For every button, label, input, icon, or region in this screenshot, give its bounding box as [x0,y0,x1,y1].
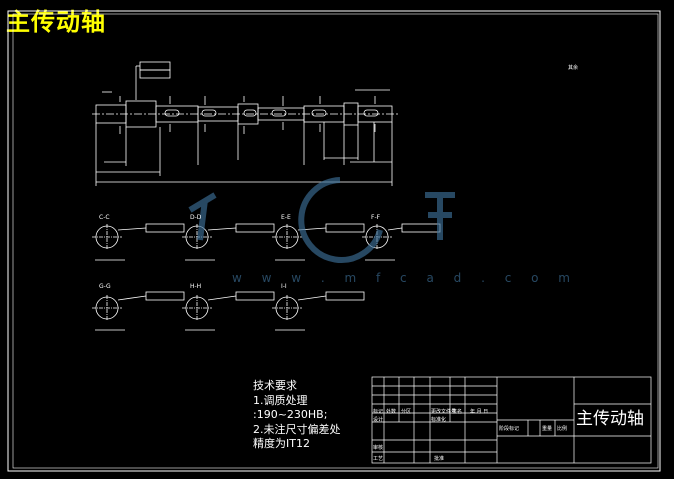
section-label-h: H-H [190,283,202,290]
tb-cell-count: 处数 [386,409,397,415]
tech-line-2: :190~230HB; [253,408,328,421]
tech-heading: 技术要求 [253,379,297,392]
inner-frame [12,13,659,469]
tb-cell-approve: 批准 [434,456,445,462]
tb-cell-date: 年 月 日 [470,409,489,415]
tb-cell-review: 审核 [373,445,384,451]
title-block-part-name: 主传动轴 [576,409,644,429]
tech-requirements: 技术要求 1.调质处理 :190~230HB; 2.未注尺寸偏差处 精度为IT1… [253,379,341,452]
tb-cell-standard: 标准化 [431,417,447,423]
tb-cell-sign: 签名 [452,409,463,415]
section-label-e: E-E [281,214,291,221]
tb-cell-zone: 分区 [401,409,412,415]
watermark-logo [188,177,455,263]
section-i [272,291,365,331]
tb-cell-stage: 阶段标记 [499,426,520,432]
outer-frame [7,10,661,472]
tb-cell-process: 工艺 [373,456,384,462]
roughness-note: 其余 [568,65,579,71]
section-h [182,291,275,331]
section-label-c: C-C [99,214,110,221]
watermark-text: w w w . m f c a d . c o m [232,271,578,285]
tech-line-4: 精度为IT12 [253,437,310,450]
title-block [371,376,652,464]
section-g [92,291,185,331]
tb-cell-marker: 标记 [373,409,384,415]
tb-cell-change-doc: 更改文件号 [431,409,457,415]
shaft-main-view [92,61,398,186]
tech-line-1: 1.调质处理 [253,393,308,407]
drawing-title: 主传动轴 [6,8,106,36]
section-label-i: I-I [281,283,287,290]
tb-cell-scale: 比例 [557,426,568,432]
section-label-g: G-G [99,283,111,290]
section-c [92,223,185,261]
section-label-d: D-D [190,214,202,221]
section-d [182,223,275,261]
tb-cell-weight: 重量 [542,426,553,432]
tech-line-3: 2.未注尺寸偏差处 [253,422,341,436]
tb-cell-design: 设计 [373,417,384,423]
section-label-f: F-F [371,214,381,221]
